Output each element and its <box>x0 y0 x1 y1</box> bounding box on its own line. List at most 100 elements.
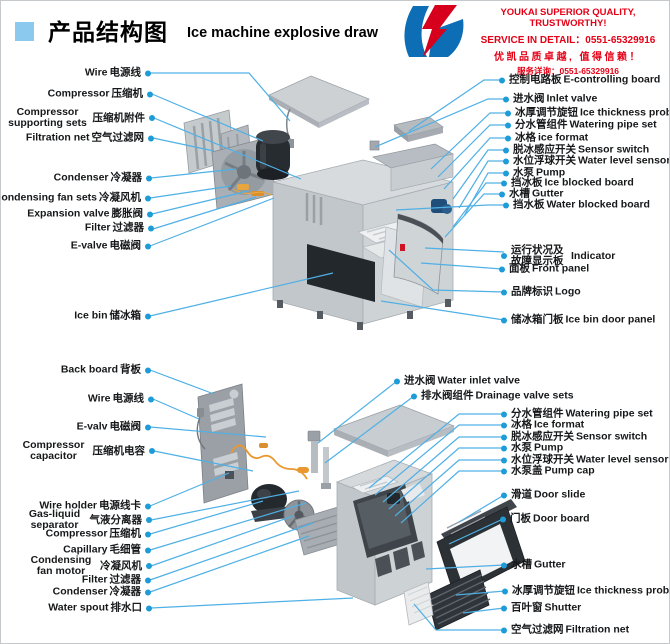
label-en: Gas-liquid separator <box>28 507 81 531</box>
label-en: Watering pipe set <box>569 118 657 131</box>
label-zh: 进水阀 <box>513 92 545 105</box>
label-zh: 冰厚调节旋钮 <box>515 106 578 119</box>
label-en: Water spout <box>48 601 109 614</box>
label-en: Ice bin <box>74 309 108 322</box>
label-zh: 膨胀阀 <box>111 207 144 220</box>
label-zh: 品牌标识 <box>511 285 553 298</box>
label-en: Compressor supporting sets <box>8 105 87 129</box>
label-zh: 门板 <box>510 512 531 525</box>
label-zh: 排水口 <box>110 601 143 614</box>
bottom-valve-assembly <box>307 430 331 489</box>
label-zh: 压缩机 <box>111 87 144 100</box>
label-en: Pump <box>536 166 566 179</box>
label-en: Watering pipe set <box>565 407 653 420</box>
label-en: E-valv <box>76 420 108 433</box>
label-zh: 电磁阀 <box>109 239 142 252</box>
top-front-panels <box>380 213 444 308</box>
label-en: Condensing fan sets <box>0 191 97 204</box>
label-zh: 脱冰感应开关 <box>511 430 574 443</box>
label-en: Water level sensor <box>576 453 669 466</box>
label-en: Wire <box>84 66 108 79</box>
label-zh: 进水阀 <box>404 374 436 387</box>
label-zh: 挡冰板 <box>511 176 543 189</box>
bottom-door-board-shape <box>436 499 526 598</box>
label-en: Compressor <box>47 87 110 100</box>
label-zh: 脱冰感应开关 <box>513 143 576 156</box>
label-en: Ice thickness probe <box>580 106 670 119</box>
label-zh: 电源线 <box>109 66 142 79</box>
label-zh: 冷凝风机 <box>99 191 141 204</box>
label-en: Logo <box>555 285 581 298</box>
label-en: Ice blocked board <box>544 176 634 189</box>
label-en: Ice format <box>534 418 585 431</box>
brand-slogan-zh: 优凯品质卓越, 值得信赖！ <box>493 52 643 63</box>
top-panel-logo-mark <box>400 244 405 251</box>
label-zh: 毛细管 <box>109 543 142 556</box>
bottom-lid-shape <box>332 404 456 457</box>
label-en: Condenser <box>52 585 108 598</box>
label-zh: 电磁阀 <box>109 420 142 433</box>
label-zh: 冰格 <box>511 418 532 431</box>
label-zh: 水槽 <box>509 187 530 200</box>
label-en: Back board <box>60 363 118 376</box>
top-orange-parts <box>232 184 272 196</box>
label-en: Drainage valve sets <box>475 389 574 402</box>
brand-slogan-en: YOUKAI SUPERIOR QUALITY, TRUSTWORTHY! <box>500 7 636 29</box>
label-zh: 滑道 <box>511 488 532 501</box>
label-zh: 冰厚调节旋钮 <box>512 584 575 597</box>
label-zh: 背板 <box>120 363 141 376</box>
brand-service-en: SERVICE IN DETAIL：0551-65329916 <box>480 35 656 46</box>
label-en: Door slide <box>534 488 586 501</box>
label-en: Wire holder <box>39 499 97 512</box>
label-en: E-valve <box>70 239 108 252</box>
label-zh: 百叶窗 <box>511 601 543 614</box>
label-en: Compressor capacitor <box>22 438 85 462</box>
label-zh: 控制电路板 <box>509 73 562 86</box>
label-en: Condensing fan motor <box>30 553 92 577</box>
bottom-back-board-shape <box>197 383 249 504</box>
label-en: Gutter <box>532 187 564 200</box>
label-zh: 水位浮球开关 <box>511 453 574 466</box>
label-zh: 水位浮球开关 <box>513 154 576 167</box>
label-en: Water level sensor <box>578 154 670 167</box>
bottom-shutter-shape <box>426 569 491 631</box>
label-en: Ice thickness probe <box>577 584 670 597</box>
label-zh: 挡水板 <box>513 198 545 211</box>
label-en: Filter <box>81 573 108 586</box>
label-en: Capillary <box>63 543 108 556</box>
label-zh: 冷凝器 <box>110 171 143 184</box>
bottom-filtration-net-shape <box>403 581 434 626</box>
brand-service-zh: 服务详询：0551-65329916 <box>516 66 620 76</box>
label-bottom-compressor-capacitor: Compressor capacitor 压缩机电容 <box>17 438 155 462</box>
label-zh: 压缩机电容 <box>92 444 146 457</box>
label-zh: 水槽 <box>511 558 532 571</box>
